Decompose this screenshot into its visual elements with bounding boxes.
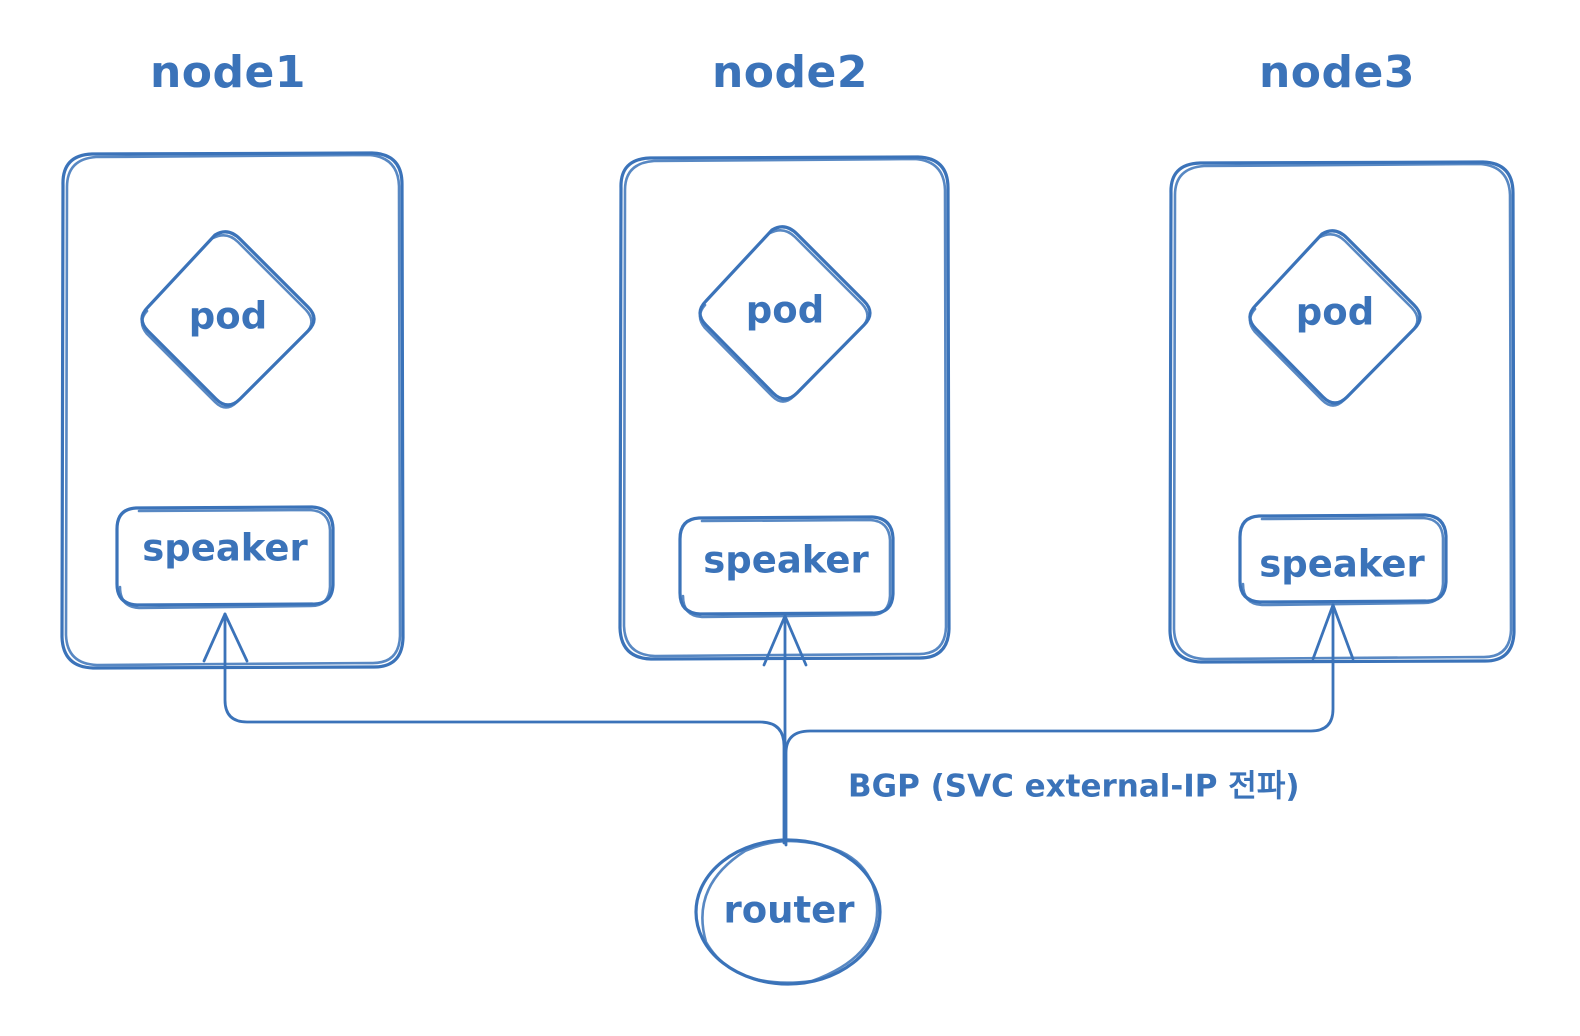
pod-shape-node3-sketch <box>1248 232 1419 407</box>
pod-label-node2: pod <box>746 289 824 332</box>
pod-label-node3: pod <box>1296 291 1374 334</box>
node-container-node2 <box>618 155 951 661</box>
arrowhead-node3 <box>1311 603 1355 661</box>
connector-router-to-node1 <box>223 612 786 845</box>
node-container-node3 <box>1168 160 1516 664</box>
node-group-node3[interactable]: node3 pod speaker <box>1168 47 1516 664</box>
pod-label-node1: pod <box>189 295 267 338</box>
node-container-node3-sketch <box>1172 162 1513 661</box>
node-title-node3: node3 <box>1259 47 1415 98</box>
speaker-label-node1: speaker <box>142 527 308 570</box>
speaker-box-node1[interactable] <box>115 505 335 607</box>
speaker-label-node3: speaker <box>1259 543 1425 586</box>
node-title-node1: node1 <box>150 47 306 98</box>
pod-shape-node1-sketch <box>140 233 313 409</box>
pod-shape-node2-sketch <box>698 228 869 403</box>
router-group[interactable]: router <box>694 838 882 986</box>
arrowhead-node1 <box>202 612 249 663</box>
bgp-connector-group <box>202 603 1355 847</box>
speaker-box-node3-sketch <box>1241 516 1445 607</box>
node-group-node1[interactable]: node1 pod speaker <box>60 47 405 670</box>
speaker-box-node1-sketch <box>118 508 332 610</box>
node-container-node1-sketch <box>64 153 402 667</box>
node-container-node2-sketch <box>622 157 948 658</box>
bgp-edge-label: BGP (SVC external-IP 전파) <box>848 769 1300 805</box>
speaker-label-node2: speaker <box>703 539 869 582</box>
speaker-box-node2[interactable] <box>678 515 895 616</box>
connector-router-to-node3 <box>784 603 1335 847</box>
arrowhead-node2 <box>762 614 808 667</box>
router-shape-sketch <box>701 839 879 984</box>
speaker-box-node3[interactable] <box>1238 513 1448 604</box>
node-group-node2[interactable]: node2 pod speaker <box>618 47 951 661</box>
node-container-node1 <box>60 151 405 670</box>
router-label: router <box>723 889 855 932</box>
node-title-node2: node2 <box>712 47 868 98</box>
speaker-box-node2-sketch <box>681 518 892 619</box>
